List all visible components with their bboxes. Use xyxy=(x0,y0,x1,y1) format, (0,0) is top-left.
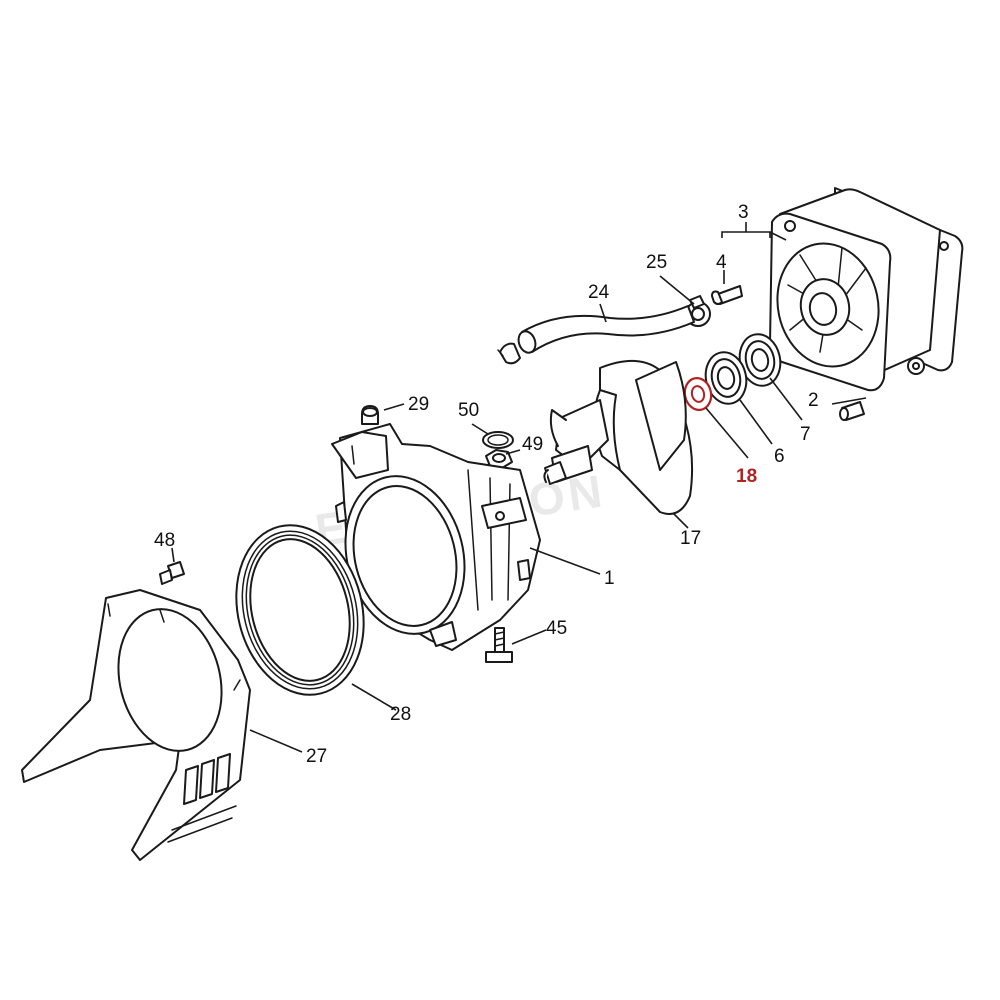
pump-housing-part-3 xyxy=(769,187,964,392)
callout-17: 17 xyxy=(680,528,701,549)
plug-part-29 xyxy=(361,405,379,425)
callout-28: 28 xyxy=(390,704,411,725)
bolt-part-48 xyxy=(159,561,185,585)
callout-49: 49 xyxy=(522,434,543,455)
o-ring-part-50 xyxy=(482,431,514,449)
bolt-part-45 xyxy=(485,627,513,663)
bearing-part-6 xyxy=(704,351,748,405)
callout-3: 3 xyxy=(738,202,749,223)
intake-grate-part-27 xyxy=(21,589,251,861)
bolt-part-4 xyxy=(711,285,743,305)
callout-1: 1 xyxy=(604,568,615,589)
callout-18: 18 xyxy=(736,466,757,487)
callout-45: 45 xyxy=(546,618,567,639)
callout-24: 24 xyxy=(588,282,610,303)
callout-25: 25 xyxy=(646,252,667,273)
callout-29: 29 xyxy=(408,394,429,415)
pin-part-2 xyxy=(839,401,865,421)
callout-4: 4 xyxy=(716,252,727,273)
callout-2: 2 xyxy=(808,390,819,411)
hose-clamp-left xyxy=(497,342,521,365)
callout-27: 27 xyxy=(306,746,327,767)
callout-labels: 3 4 2 7 6 18 25 24 17 1 29 50 49 45 48 2… xyxy=(154,202,819,767)
leader-lines xyxy=(171,222,867,753)
callout-7: 7 xyxy=(800,424,811,445)
impeller-part-17 xyxy=(543,359,693,515)
hose-part-24 xyxy=(517,305,695,354)
callout-6: 6 xyxy=(774,446,785,467)
ring-part-28 xyxy=(235,524,365,696)
nut-part-49 xyxy=(485,449,513,469)
callout-48: 48 xyxy=(154,530,175,551)
callout-50: 50 xyxy=(458,400,479,421)
bearing-part-7 xyxy=(738,333,782,387)
duct-housing-part-1 xyxy=(331,423,541,651)
